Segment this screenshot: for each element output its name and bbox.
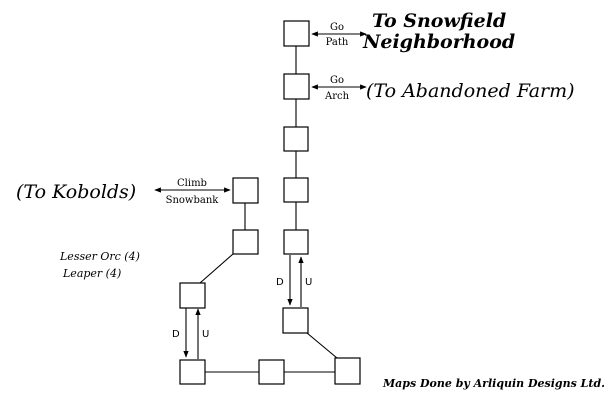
exit-top-verb: Go [330,22,344,33]
exit-farm-verb: Go [330,75,344,86]
room-bottom-right[interactable] [334,357,361,385]
exit-farm-object: Arch [324,91,350,102]
room-corridor-3[interactable] [283,126,309,152]
map-credit: Maps Done by Arliquin Designs Ltd. [382,377,605,390]
room-lower-right[interactable] [282,307,309,334]
updown-arrows [183,255,304,359]
exit-kobolds-verb: Climb [177,178,207,189]
dest-snowfield-line1: To Snowfield [372,10,506,32]
dest-kobolds: (To Kobolds) [16,181,136,203]
exit-arrows [154,31,367,193]
exit-top-object: Path [326,37,349,48]
down-label-right: D [276,277,284,288]
room-bottom-left[interactable] [179,359,206,385]
down-label-left: D [172,329,180,340]
rooms [179,20,361,385]
room-bottom-mid[interactable] [258,359,285,385]
room-links [199,46,338,373]
dest-snowfield-line2: Neighborhood [362,31,515,53]
room-snowfield-path[interactable] [283,20,310,47]
monster-lesser-orc: Lesser Orc (4) [59,250,140,263]
up-label-right: U [305,277,312,288]
room-farm-arch[interactable] [283,73,310,100]
room-corridor-5[interactable] [283,229,309,255]
room-left-2[interactable] [232,229,259,255]
room-left-3[interactable] [179,282,206,309]
link-diag-left [199,253,234,284]
dest-abandoned-farm: (To Abandoned Farm) [366,80,575,102]
link-diag-right [306,332,338,359]
monster-leaper: Leaper (4) [62,267,121,280]
up-label-left: U [202,329,209,340]
room-corridor-4[interactable] [283,177,309,203]
exit-kobolds-object: Snowbank [166,195,220,206]
room-kobolds-exit[interactable] [232,177,259,204]
